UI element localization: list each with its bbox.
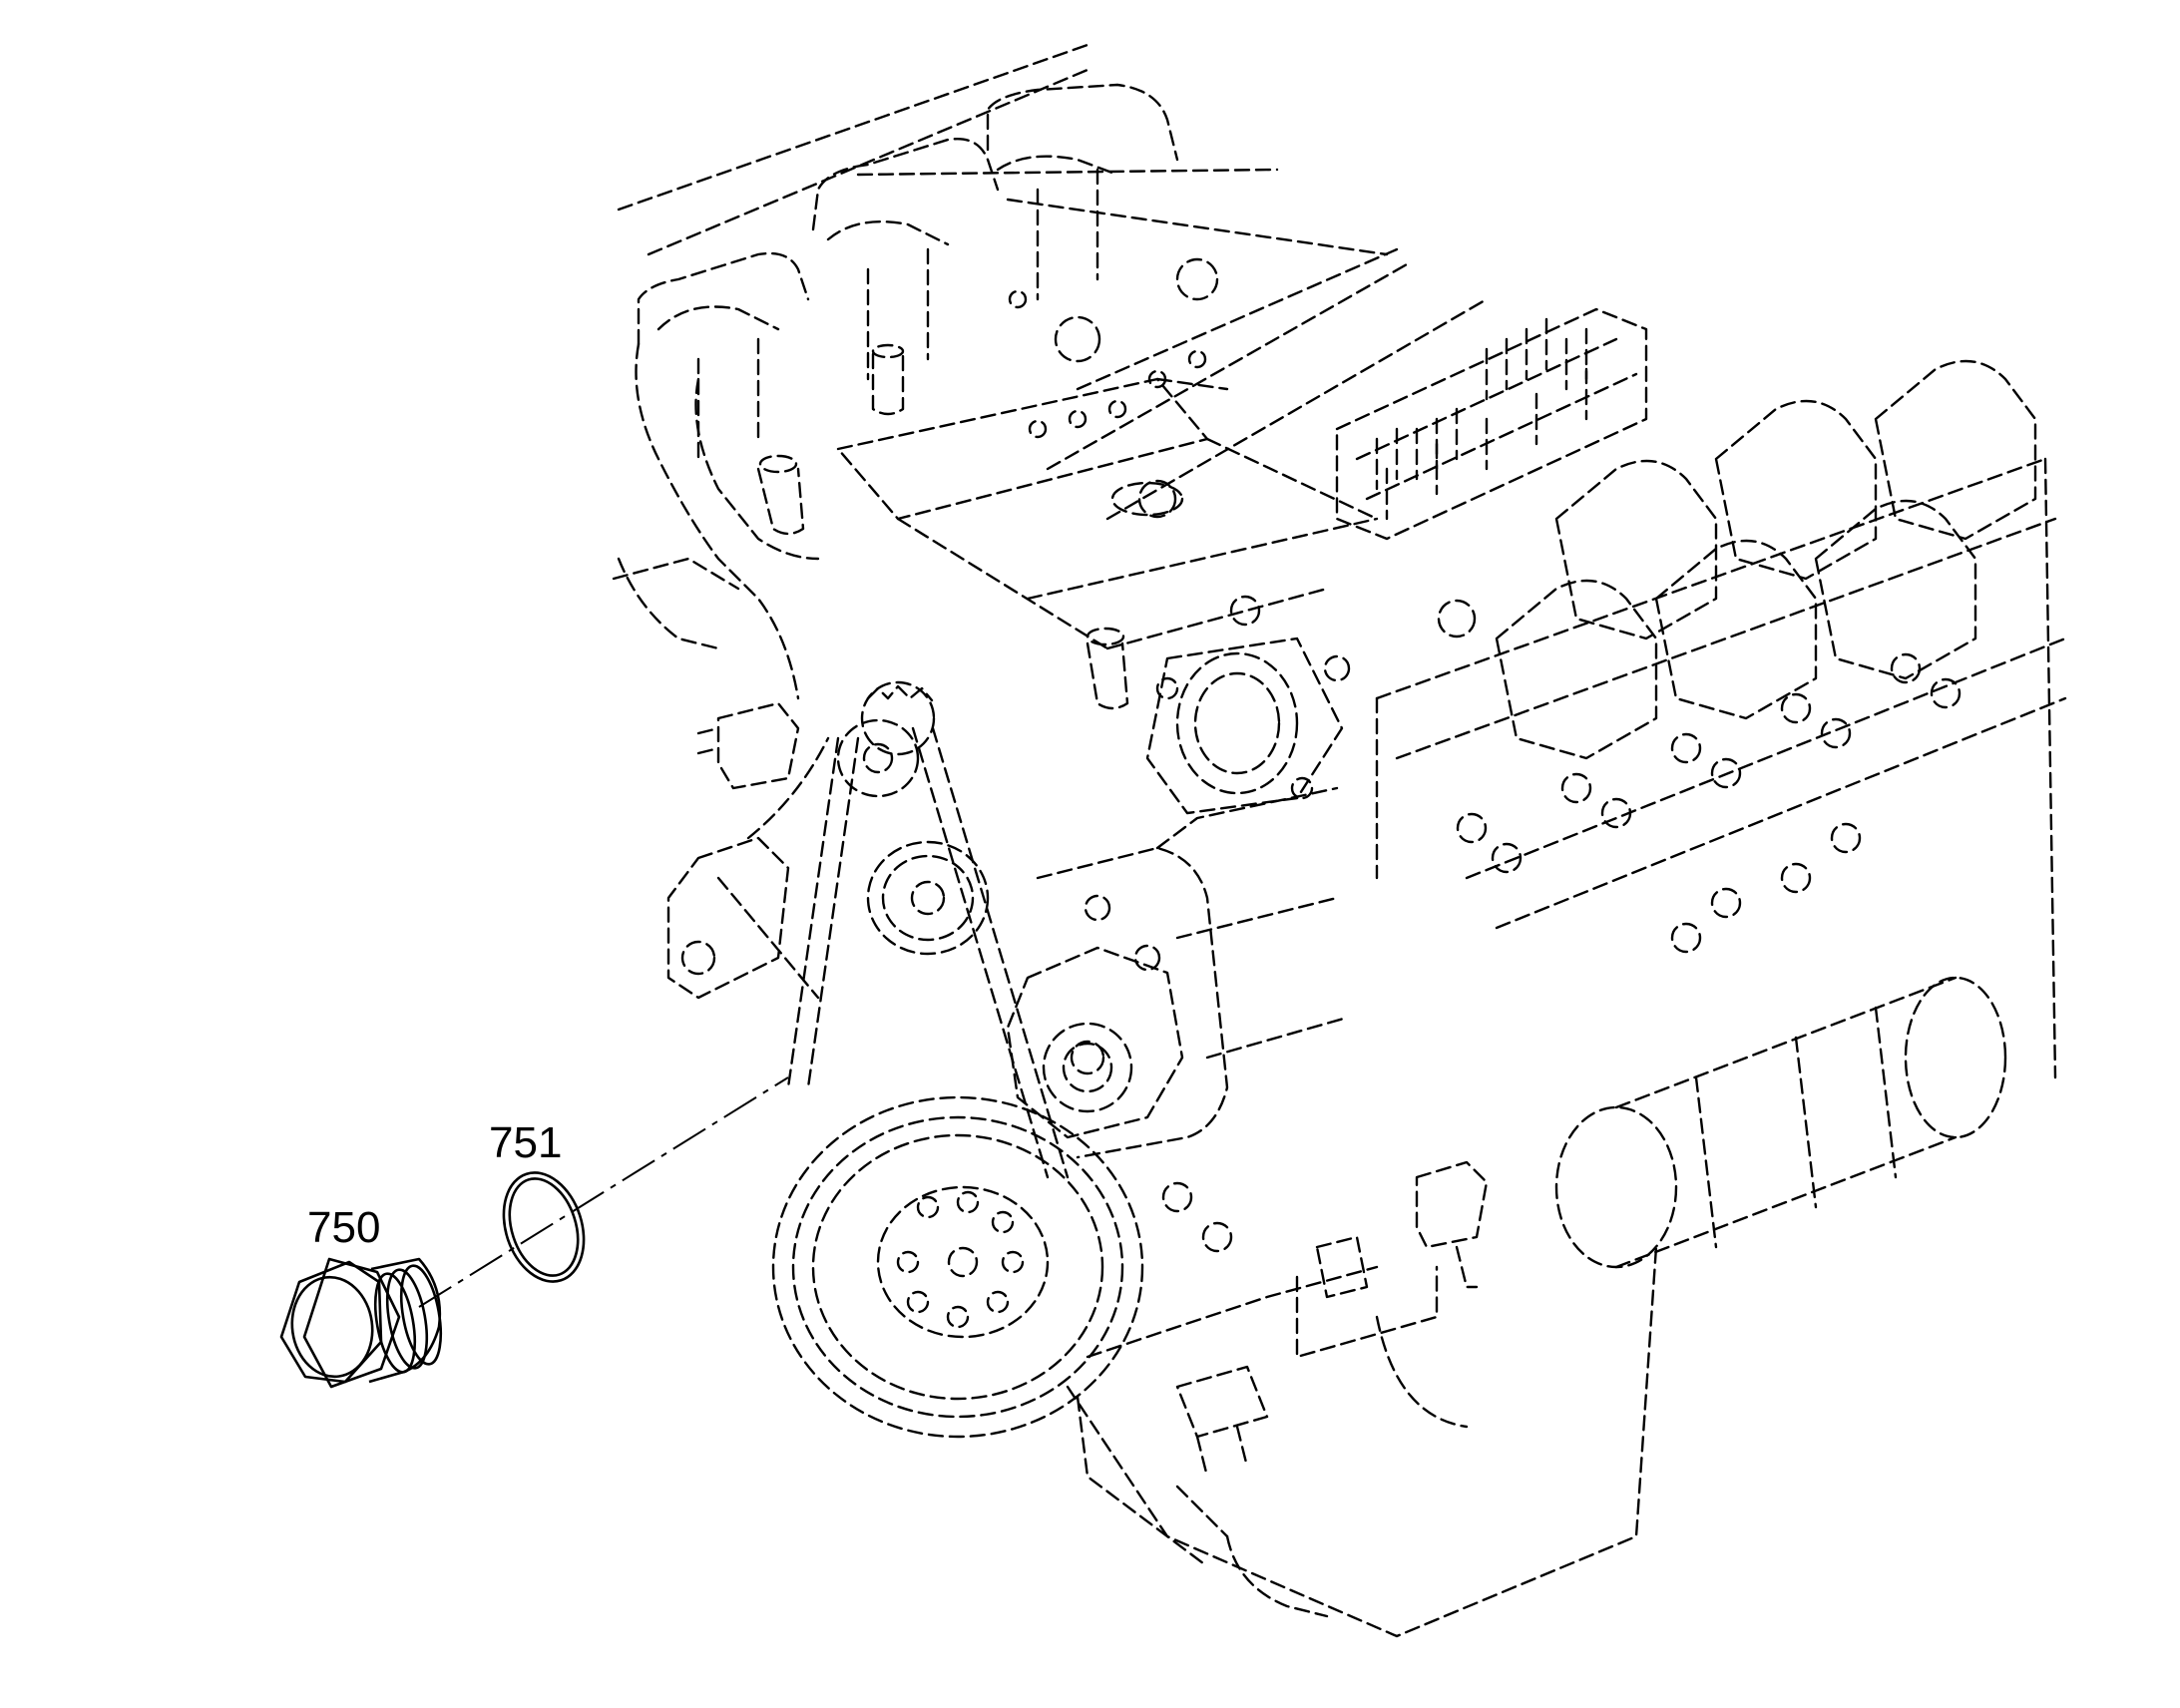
screw-plug-part: [279, 1257, 443, 1389]
callout-750-label: 750: [307, 1203, 380, 1252]
callout-751-label: 751: [489, 1118, 562, 1167]
engine-block-phantom: [612, 43, 2067, 1638]
assembly-axis-line: [418, 1076, 789, 1308]
seal-ring-part: [502, 1171, 586, 1283]
